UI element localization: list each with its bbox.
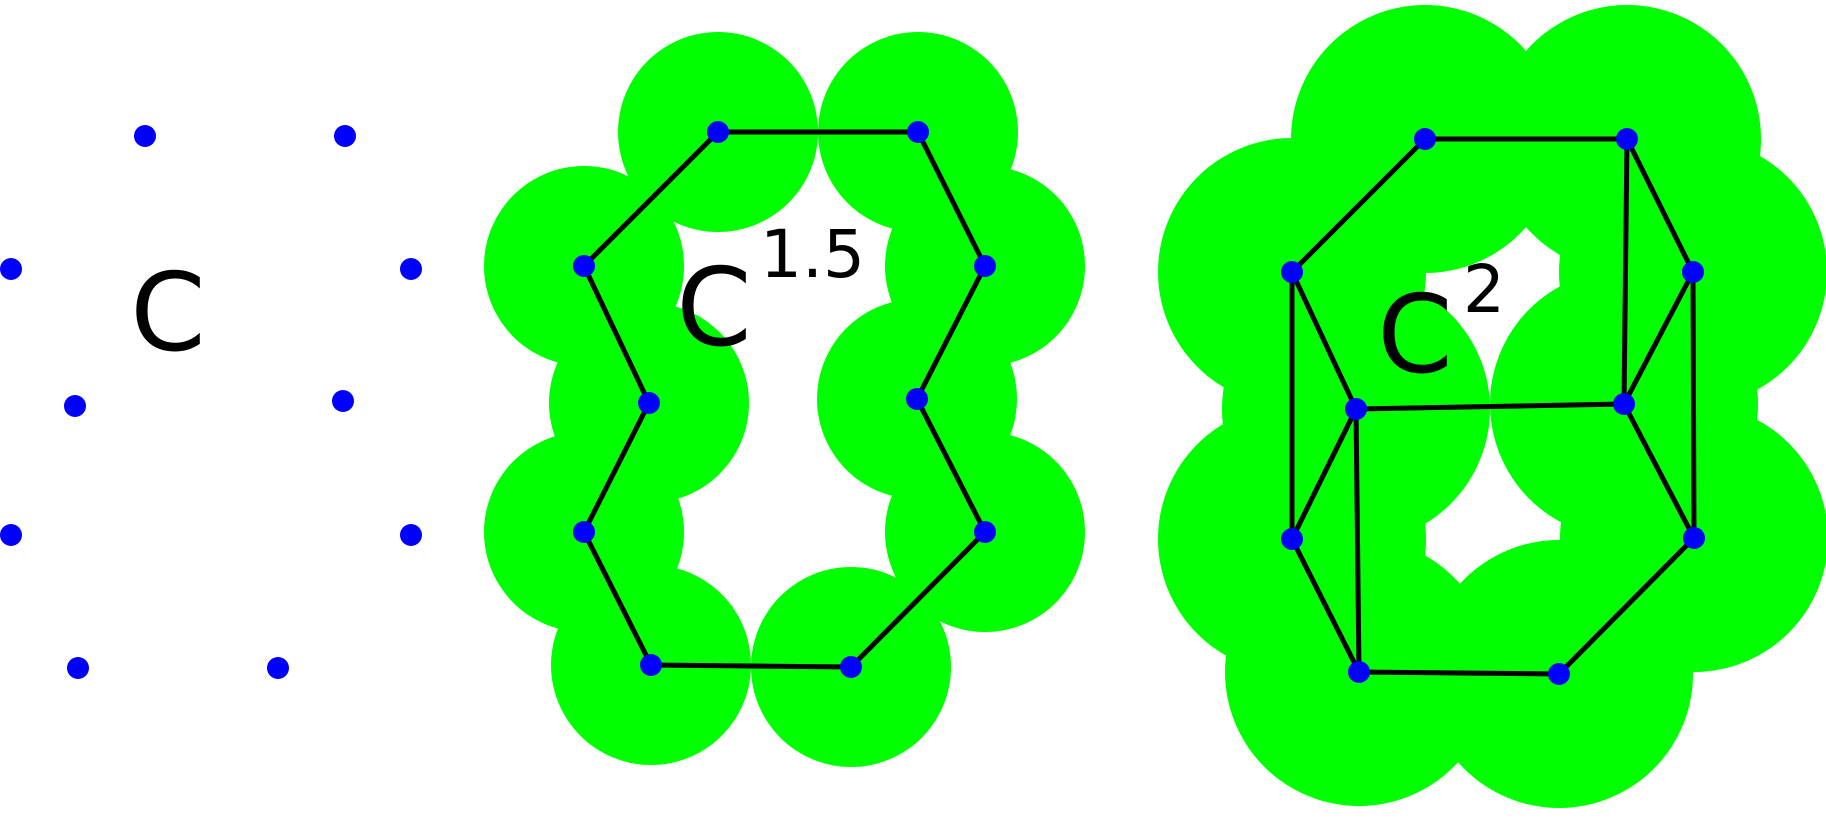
edge-4-6 xyxy=(1289,406,1359,542)
edges-layer xyxy=(581,129,988,670)
edge-4-8 xyxy=(1353,406,1362,675)
point-5 xyxy=(906,388,928,410)
edges-layer xyxy=(1289,136,1697,677)
points-layer xyxy=(0,125,422,679)
edge-7-9 xyxy=(1556,535,1697,677)
point-7 xyxy=(974,521,996,543)
point-8 xyxy=(640,654,662,676)
edge-8-9 xyxy=(648,662,854,670)
edge-3-7 xyxy=(1690,269,1697,541)
label-point-set: C xyxy=(130,251,205,376)
label-exponent-c-1-5: 1.5 xyxy=(760,216,865,293)
point-0 xyxy=(1414,128,1436,150)
point-6 xyxy=(1281,528,1303,550)
point-6 xyxy=(0,524,22,546)
edge-3-5 xyxy=(1621,269,1696,407)
point-3 xyxy=(1682,261,1704,283)
edge-3-5 xyxy=(914,263,988,402)
point-7 xyxy=(1683,527,1705,549)
point-4 xyxy=(64,395,86,417)
point-5 xyxy=(1613,393,1635,415)
edge-1-5 xyxy=(1621,136,1630,407)
label-c-1-5: C xyxy=(676,246,751,371)
point-0 xyxy=(707,121,729,143)
point-2 xyxy=(1281,261,1303,283)
point-6 xyxy=(573,521,595,543)
point-3 xyxy=(400,258,422,280)
edge-0-2 xyxy=(581,129,721,269)
points-layer xyxy=(1281,128,1705,685)
edge-6-8 xyxy=(581,529,654,668)
point-4 xyxy=(1345,398,1367,420)
point-9 xyxy=(1548,663,1570,685)
balls-layer xyxy=(484,32,1085,767)
edge-4-6 xyxy=(581,400,652,535)
edge-1-3 xyxy=(1624,136,1696,275)
point-9 xyxy=(840,656,862,678)
point-7 xyxy=(400,524,422,546)
point-1 xyxy=(1616,128,1638,150)
panel-point-set: C xyxy=(0,125,422,679)
edge-0-2 xyxy=(1289,136,1428,275)
point-1 xyxy=(334,125,356,147)
edge-2-4 xyxy=(1289,269,1359,412)
edge-4-5 xyxy=(1353,401,1627,412)
points-layer xyxy=(573,121,996,678)
edge-1-3 xyxy=(915,129,988,269)
edge-6-8 xyxy=(1289,536,1362,675)
edge-7-9 xyxy=(848,529,988,670)
edge-2-4 xyxy=(581,263,652,406)
point-9 xyxy=(267,657,289,679)
label-c-2: C xyxy=(1377,273,1452,398)
point-8 xyxy=(1348,661,1370,683)
point-8 xyxy=(67,657,89,679)
label-exponent-c-2: 2 xyxy=(1463,251,1505,328)
edge-5-7 xyxy=(1621,401,1697,541)
point-2 xyxy=(573,255,595,277)
edge-8-9 xyxy=(1356,669,1562,677)
point-0 xyxy=(134,125,156,147)
point-4 xyxy=(638,392,660,414)
point-3 xyxy=(974,255,996,277)
point-5 xyxy=(332,390,354,412)
point-1 xyxy=(907,121,929,143)
edge-5-7 xyxy=(914,396,988,535)
point-2 xyxy=(0,258,22,280)
